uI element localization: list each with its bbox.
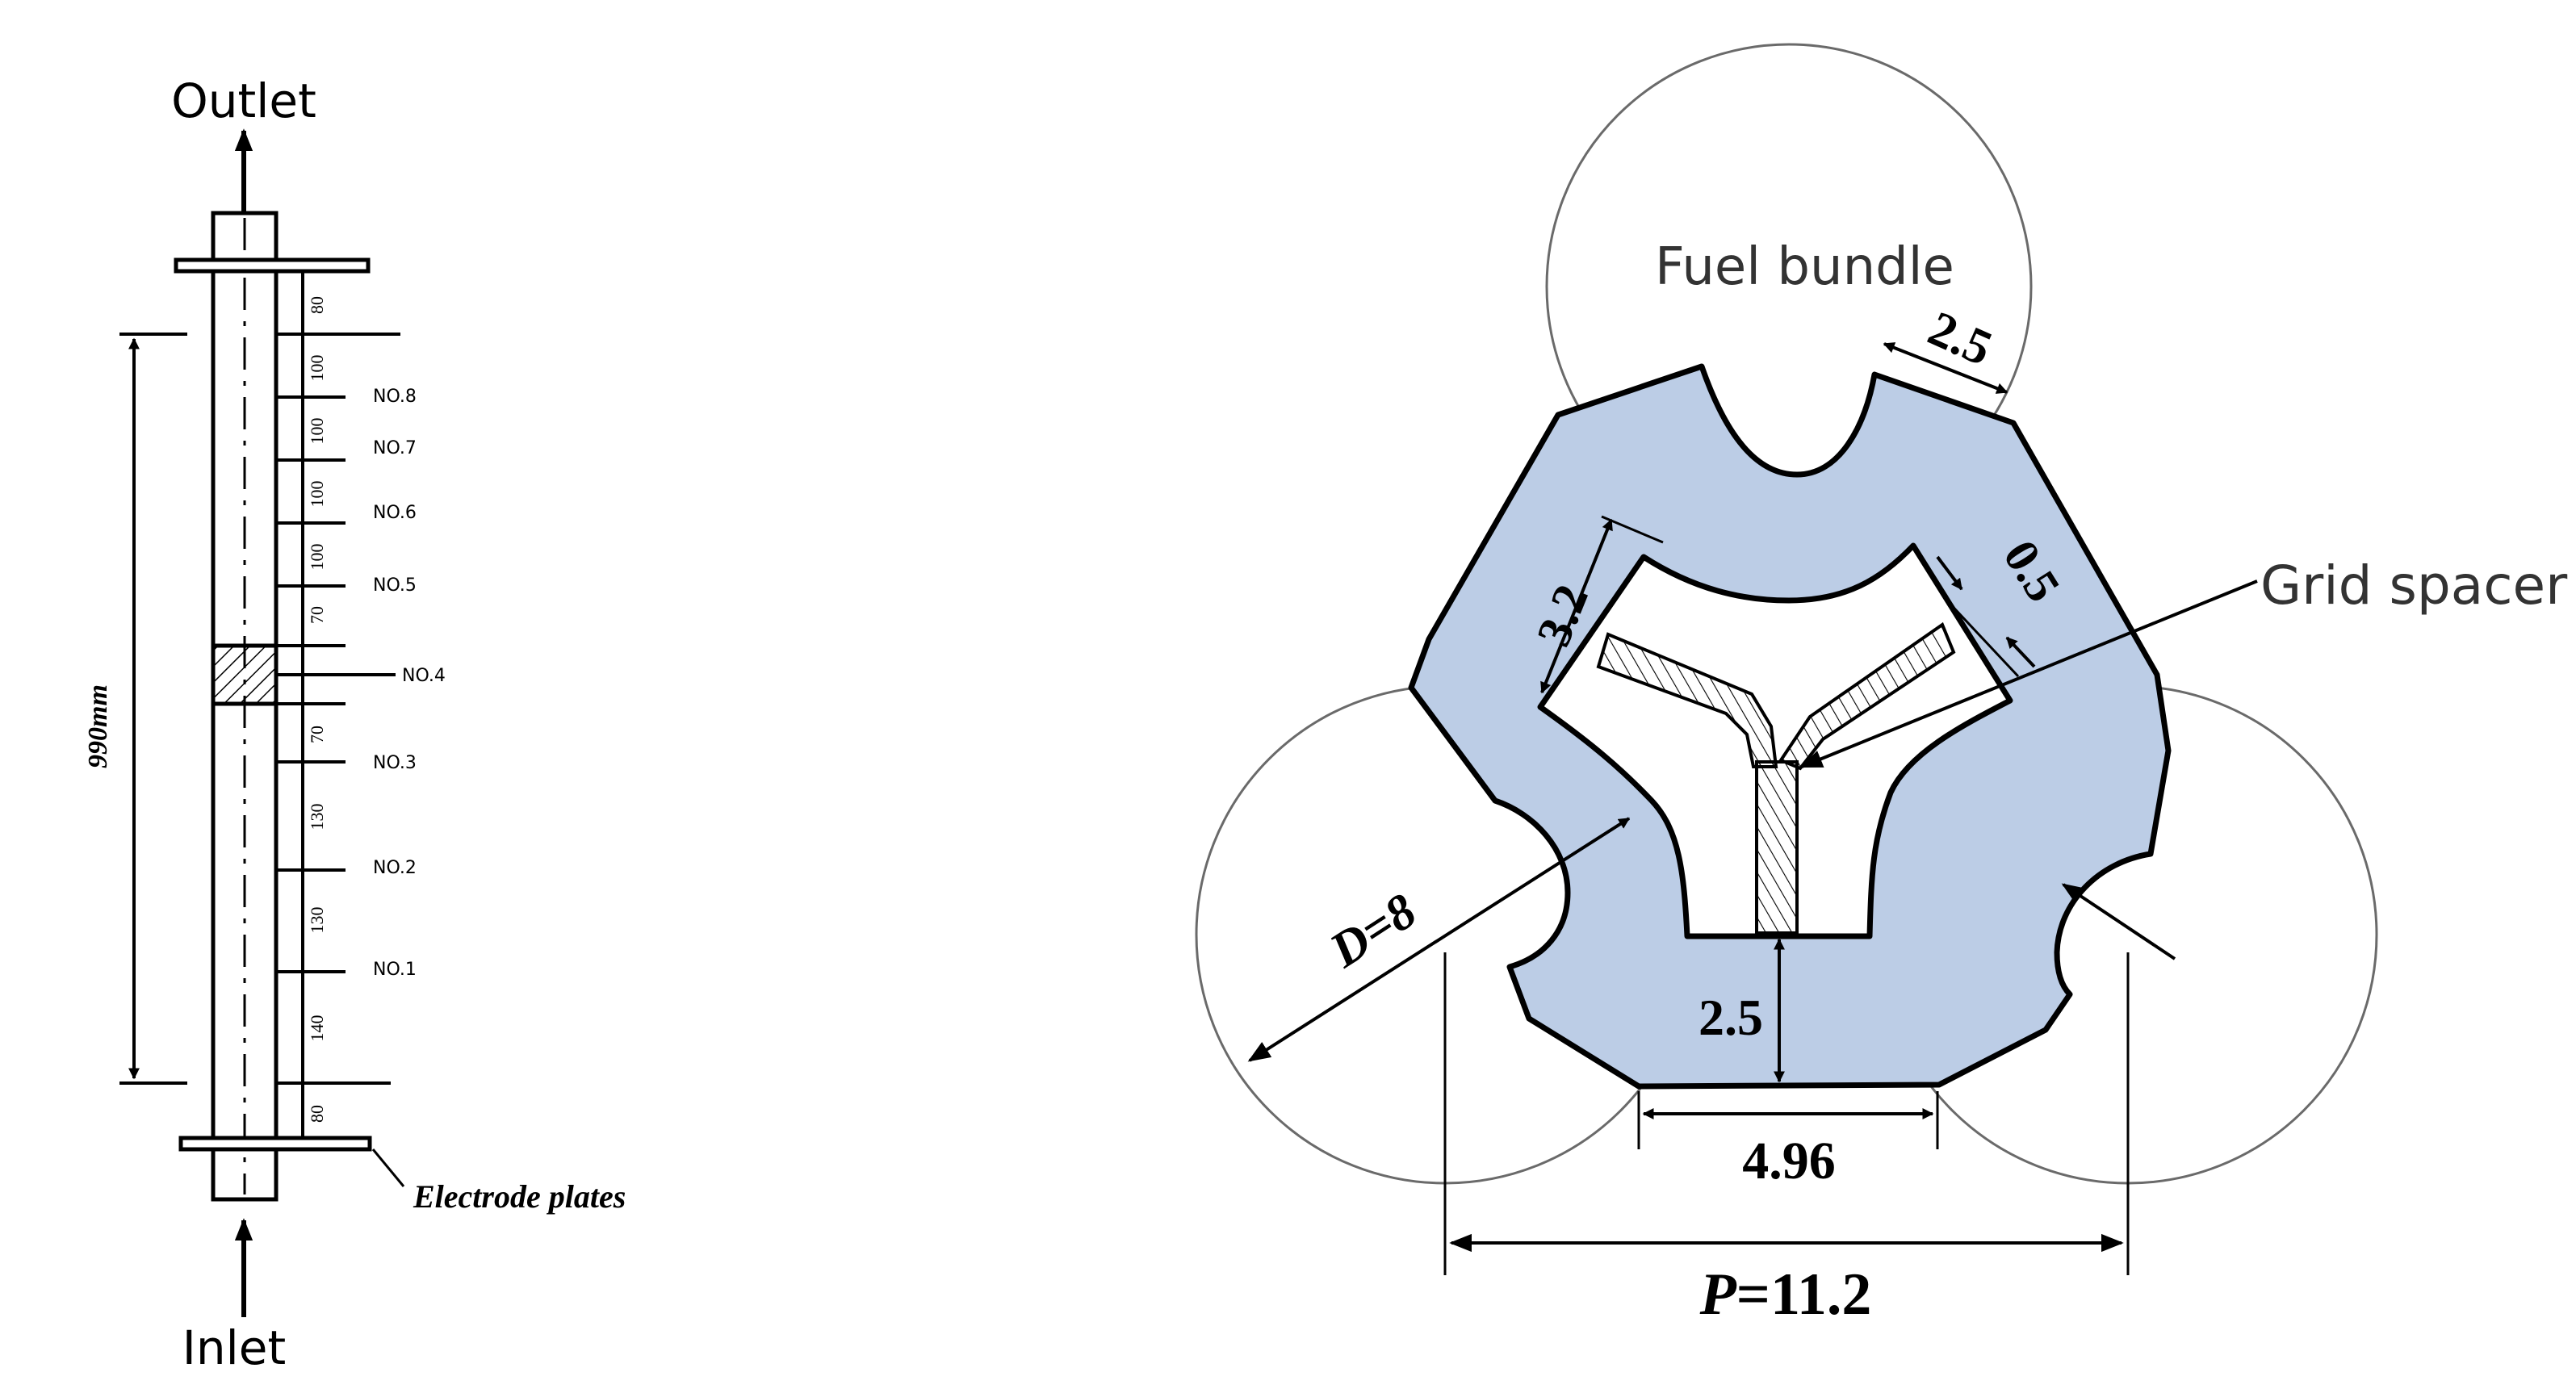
fuel-bundle-label: Fuel bundle bbox=[1655, 237, 1954, 297]
probe-label: NO.7 bbox=[373, 438, 417, 458]
spacer-strip-left bbox=[1596, 632, 1778, 768]
segment-label: 100 bbox=[307, 418, 327, 445]
probe-label: NO.5 bbox=[373, 575, 417, 596]
probe-scale bbox=[276, 271, 400, 1138]
segment-label: 130 bbox=[307, 907, 327, 934]
electrode-leader bbox=[371, 1148, 405, 1187]
segment-label: 100 bbox=[307, 481, 327, 508]
grid-spacer-label: Grid spacer bbox=[2260, 554, 2568, 617]
bottom-gap-dim: 2.5 bbox=[1698, 989, 1763, 1046]
electrode-label: Electrode plates bbox=[413, 1178, 626, 1215]
bottom-electrode-plate bbox=[178, 1136, 372, 1152]
subchannel-figure: Fuel bundle 2.5 3.2 0.5 Grid spacer D=8 … bbox=[1195, 43, 2568, 1328]
top-gap-dim-line bbox=[1883, 342, 2008, 394]
grid-spacer-leader bbox=[1799, 579, 2258, 768]
grid-spacer-cell-opening bbox=[1537, 542, 2013, 939]
probe-label: NO.4 bbox=[402, 666, 446, 686]
strip-width-dim-line bbox=[1540, 518, 1613, 694]
flat-width-dim: 4.96 bbox=[1742, 1132, 1836, 1190]
grid-spacer-block bbox=[211, 643, 279, 706]
segment-label: 130 bbox=[307, 804, 327, 830]
segment-label: 80 bbox=[307, 296, 327, 314]
diameter-dim-line bbox=[1247, 817, 1631, 1062]
spacer-strip-vertical bbox=[1755, 760, 1799, 935]
segment-label: 70 bbox=[307, 726, 327, 743]
pitch-dim: P=11.2 bbox=[1699, 1261, 1872, 1328]
segment-label: 100 bbox=[307, 544, 327, 571]
strip-thickness-dim-line-b bbox=[2005, 636, 2036, 668]
probe-label: NO.2 bbox=[373, 858, 417, 878]
test-section-figure: Outlet 80 100 10 bbox=[83, 73, 626, 1375]
top-gap-dim: 2.5 bbox=[1920, 301, 2000, 377]
probe-label: NO.8 bbox=[373, 387, 417, 407]
top-electrode-plate bbox=[174, 257, 371, 274]
diameter-dim: D=8 bbox=[1320, 883, 1426, 978]
pitch-symbol: P bbox=[1699, 1261, 1737, 1328]
segment-label: 140 bbox=[307, 1015, 327, 1042]
probe-label: NO.3 bbox=[373, 753, 417, 773]
probe-label: NO.6 bbox=[373, 503, 417, 523]
inlet-label: Inlet bbox=[182, 1320, 286, 1375]
segment-label: 100 bbox=[307, 355, 327, 382]
strip-thickness-ext bbox=[1942, 596, 2020, 678]
pitch-value: =11.2 bbox=[1736, 1261, 1872, 1328]
right-rod-arrow bbox=[2061, 883, 2176, 960]
strip-thickness-dim-line-a bbox=[1936, 555, 1963, 591]
outlet-label: Outlet bbox=[171, 73, 316, 128]
strip-width-ext bbox=[1601, 515, 1664, 544]
probe-label: NO.1 bbox=[373, 960, 417, 980]
segment-label: 70 bbox=[307, 606, 327, 624]
segment-label: 80 bbox=[307, 1105, 327, 1123]
total-length-label: 990mm bbox=[83, 684, 113, 768]
spacer-strip-right bbox=[1778, 621, 1956, 771]
